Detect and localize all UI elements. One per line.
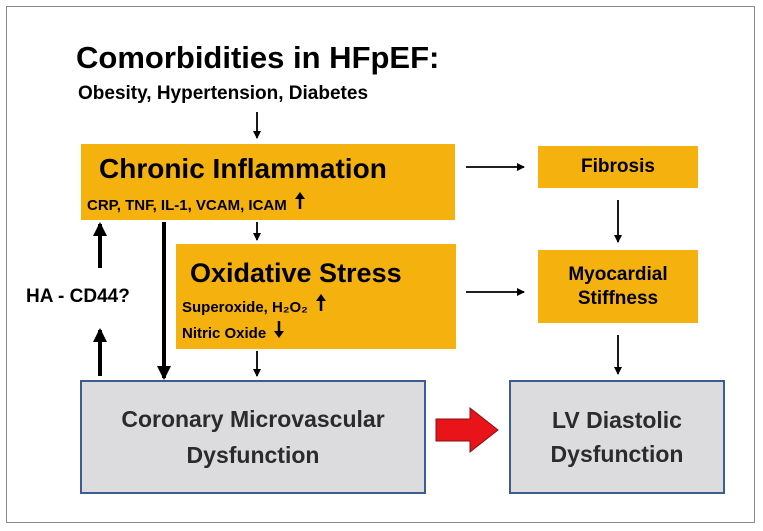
up-arrow-icon: [294, 192, 305, 209]
oxidative-stress-nitric-oxide: Nitric Oxide: [182, 325, 267, 342]
down-arrow-icon: [274, 321, 285, 338]
figure-subtitle: Obesity, Hypertension, Diabetes: [78, 83, 369, 104]
myocardial-stiffness-line1: Myocardial: [568, 263, 668, 285]
coronary-line2: Dysfunction: [186, 442, 320, 468]
fibrosis-box: Fibrosis: [538, 146, 698, 188]
oxidative-stress-superoxide: Superoxide, H₂O₂: [182, 299, 308, 316]
coronary-microvascular-dysfunction-box: Coronary Microvascular Dysfunction: [80, 380, 426, 494]
coronary-line1: Coronary Microvascular: [121, 406, 385, 432]
lv-diastolic-dysfunction-box: LV Diastolic Dysfunction: [509, 380, 725, 494]
myocardial-stiffness-box: Myocardial Stiffness: [538, 250, 698, 323]
oxidative-stress-line2-row: Nitric Oxide: [182, 320, 285, 342]
oxidative-stress-heading: Oxidative Stress: [190, 258, 402, 288]
up-arrow-icon: [316, 294, 327, 311]
figure-frame: [6, 6, 755, 523]
chronic-inflammation-box: Chronic Inflammation CRP, TNF, IL-1, VCA…: [81, 144, 455, 220]
fibrosis-label: Fibrosis: [581, 156, 655, 177]
oxidative-stress-box: Oxidative Stress Superoxide, H₂O₂ Nitric…: [176, 244, 456, 349]
figure-title: Comorbidities in HFpEF:: [76, 40, 440, 75]
chronic-inflammation-markers-row: CRP, TNF, IL-1, VCAM, ICAM: [87, 192, 305, 214]
red-arrow-icon: [435, 406, 499, 454]
chronic-inflammation-heading: Chronic Inflammation: [99, 153, 387, 184]
ha-cd44-label: HA - CD44?: [26, 286, 130, 307]
lv-line1: LV Diastolic: [552, 407, 682, 433]
oxidative-stress-line1-row: Superoxide, H₂O₂: [182, 294, 327, 316]
lv-line2: Dysfunction: [550, 441, 684, 467]
myocardial-stiffness-line2: Stiffness: [577, 287, 659, 309]
chronic-inflammation-markers: CRP, TNF, IL-1, VCAM, ICAM: [87, 197, 287, 214]
